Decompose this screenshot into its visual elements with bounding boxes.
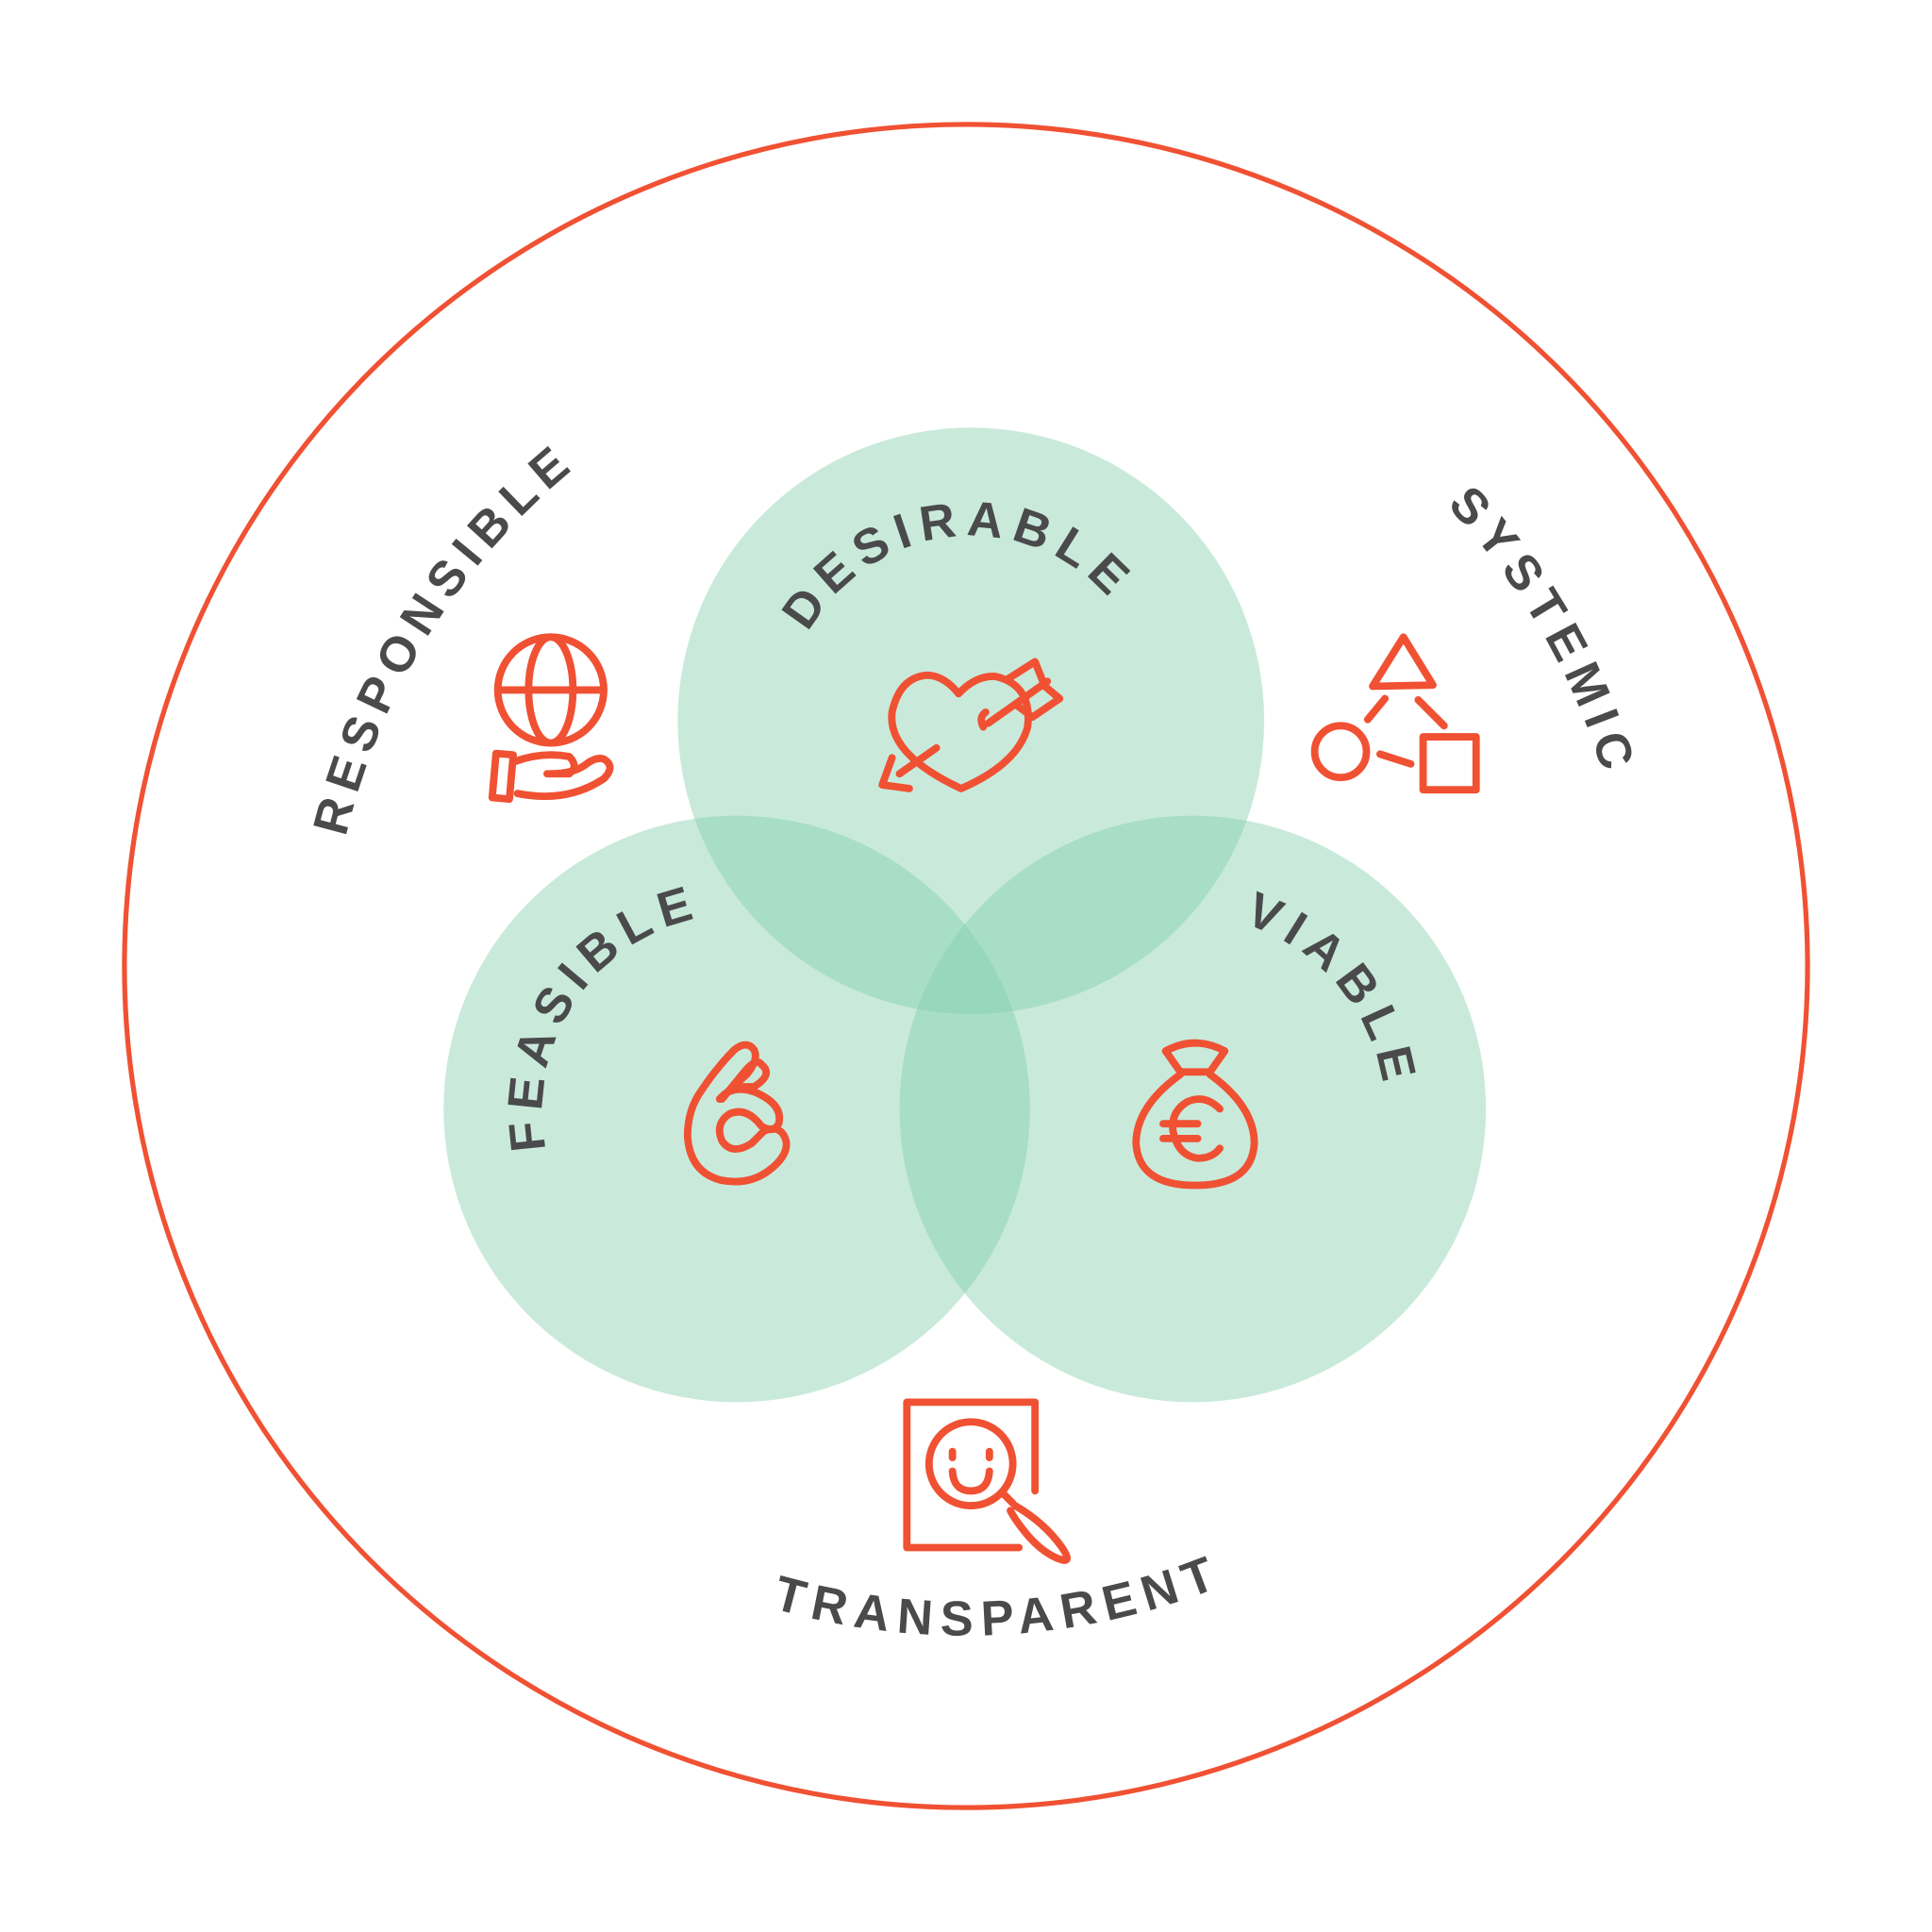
label-transparent: TRANSPARENT: [769, 1544, 1230, 1647]
circle-desirable: [677, 427, 1265, 1014]
ok-hand-icon: [683, 1041, 791, 1186]
circle-viable: [899, 815, 1487, 1403]
shapes-system-icon: [1310, 633, 1480, 794]
document-magnifier-smile-icon: [903, 1398, 1071, 1564]
euro-money-bag-icon: [1132, 1039, 1258, 1190]
globe-in-hand-icon: [488, 633, 614, 803]
heart-arrow-icon: [878, 658, 1064, 792]
outer-ring: [122, 122, 1810, 1810]
